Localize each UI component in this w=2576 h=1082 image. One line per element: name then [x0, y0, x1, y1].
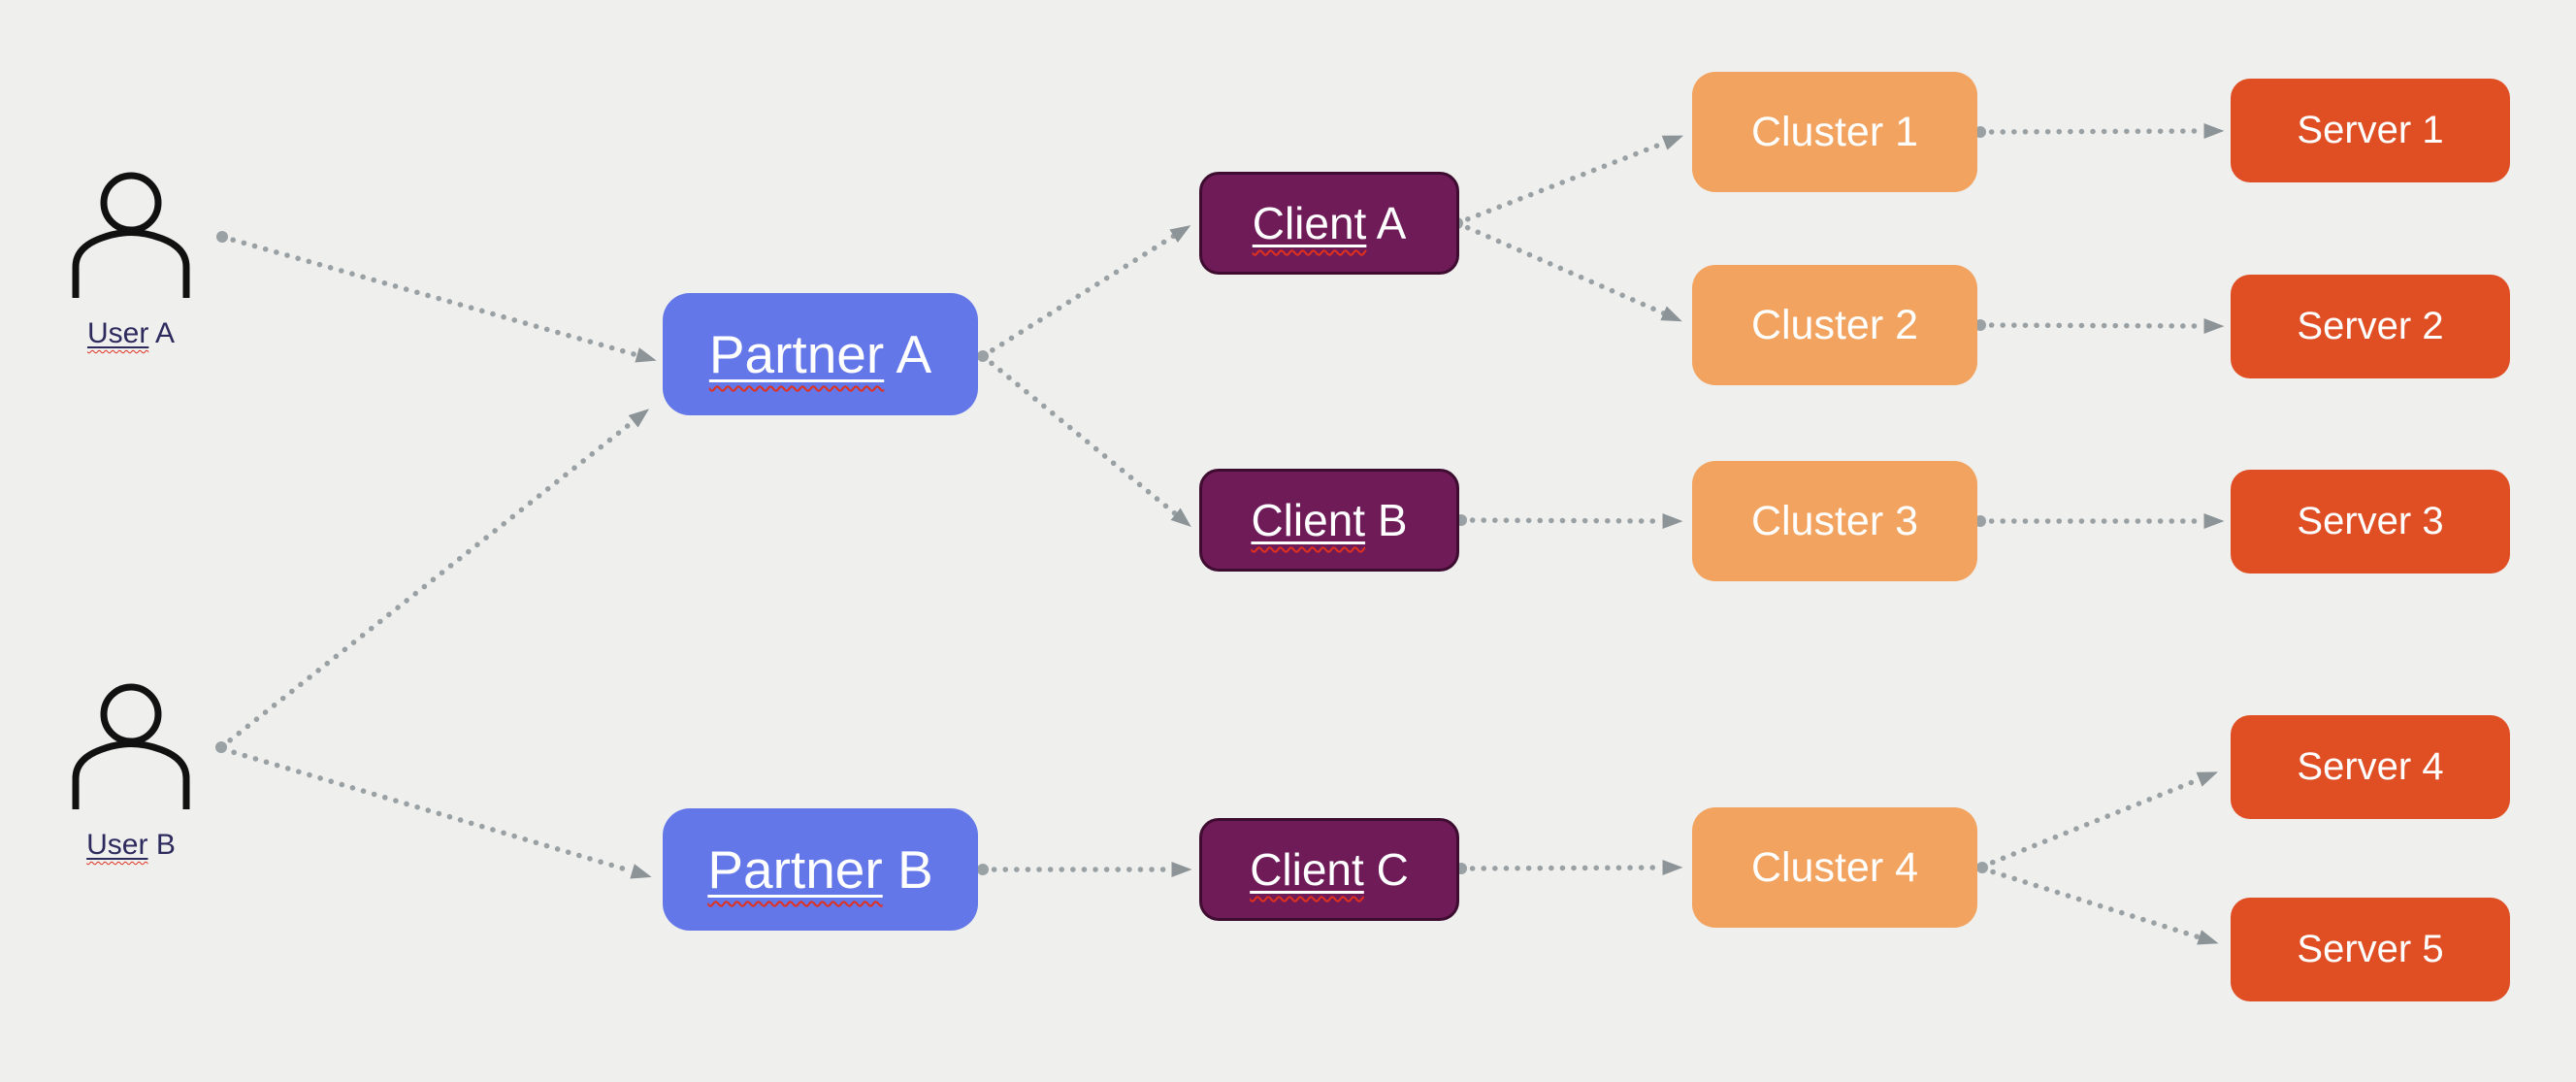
server-4-label: Server 4 — [2297, 745, 2444, 788]
node-cluster-3[interactable]: Cluster 3 — [1692, 461, 1977, 581]
node-server-3[interactable]: Server 3 — [2231, 470, 2510, 574]
server-1-label: Server 1 — [2297, 109, 2444, 151]
edge-user-a-to-partner-a — [219, 234, 657, 363]
person-icon — [72, 172, 190, 298]
edge-partner-a-to-client-b — [980, 353, 1191, 527]
cluster-4-label: Cluster 4 — [1750, 843, 1919, 891]
client-a-label: Client A — [1252, 198, 1407, 248]
node-client-b[interactable]: Client B — [1199, 469, 1459, 572]
node-client-c[interactable]: Client C — [1199, 818, 1459, 921]
cluster-2-label: Cluster 2 — [1750, 301, 1919, 348]
edge-user-b-to-partner-b — [220, 746, 652, 879]
person-icon — [72, 683, 190, 809]
node-user-b[interactable]: User B — [70, 683, 192, 861]
node-server-5[interactable]: Server 5 — [2231, 898, 2510, 1001]
edge-cluster-2-to-server-2 — [1977, 317, 2225, 334]
edge-client-a-to-cluster-1 — [1454, 135, 1684, 226]
edge-cluster-1-to-server-1 — [1977, 123, 2225, 140]
node-server-4[interactable]: Server 4 — [2231, 715, 2510, 819]
edge-client-b-to-cluster-3 — [1458, 512, 1683, 529]
edge-client-c-to-cluster-4 — [1458, 860, 1683, 876]
edge-user-b-to-partner-a — [218, 409, 650, 750]
edges — [218, 123, 2225, 945]
user-b-label: User B — [86, 829, 176, 861]
client-b-label: Client B — [1251, 495, 1408, 545]
node-cluster-2[interactable]: Cluster 2 — [1692, 265, 1977, 385]
client-c-label: Client C — [1250, 844, 1409, 895]
partner-a-label: Partner A — [708, 324, 932, 384]
node-partner-b[interactable]: Partner B — [663, 808, 978, 931]
edge-partner-a-to-client-a — [980, 225, 1191, 359]
edge-cluster-4-to-server-4 — [1979, 771, 2219, 869]
node-user-a[interactable]: User A — [70, 172, 192, 349]
edge-source-dots — [215, 126, 1988, 875]
partner-b-label: Partner B — [707, 839, 933, 900]
node-cluster-1[interactable]: Cluster 1 — [1692, 72, 1977, 192]
node-partner-a[interactable]: Partner A — [663, 293, 978, 415]
edge-client-a-to-cluster-2 — [1454, 220, 1682, 322]
node-server-1[interactable]: Server 1 — [2231, 79, 2510, 182]
server-5-label: Server 5 — [2297, 928, 2444, 970]
server-3-label: Server 3 — [2297, 500, 2444, 542]
node-client-a[interactable]: Client A — [1199, 172, 1459, 275]
cluster-1-label: Cluster 1 — [1750, 108, 1919, 155]
edge-cluster-4-to-server-5 — [1979, 866, 2219, 945]
user-a-label: User A — [86, 317, 176, 349]
cluster-3-label: Cluster 3 — [1750, 497, 1919, 544]
server-2-label: Server 2 — [2297, 305, 2444, 347]
node-cluster-4[interactable]: Cluster 4 — [1692, 807, 1977, 928]
node-server-2[interactable]: Server 2 — [2231, 275, 2510, 378]
